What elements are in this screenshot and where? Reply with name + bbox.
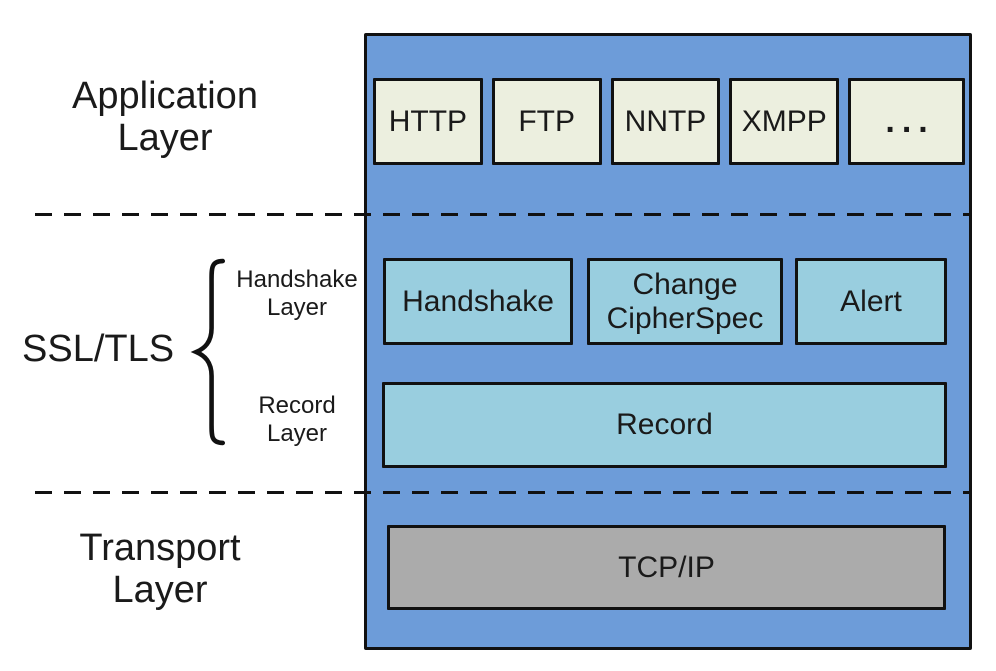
protocol-box-http: HTTP bbox=[373, 78, 483, 165]
protocol-box-ftp: FTP bbox=[491, 78, 602, 165]
record-protocol-box: Record bbox=[382, 382, 947, 468]
application-layer-label: Application Layer bbox=[72, 75, 258, 159]
alert-protocol-box: Alert bbox=[795, 258, 947, 345]
protocol-box-nntp: NNTP bbox=[610, 78, 721, 165]
handshake-layer-label: Handshake Layer bbox=[236, 266, 358, 321]
protocol-box-xmpp: XMPP bbox=[729, 78, 840, 165]
handshake-protocol-box: Handshake bbox=[383, 258, 573, 345]
record-layer-label: Record Layer bbox=[258, 392, 336, 447]
curly-brace-icon bbox=[183, 257, 231, 447]
application-ssl-separator-line bbox=[35, 213, 969, 216]
tcp-ip-box: TCP/IP bbox=[387, 525, 946, 610]
protocol-box-ellipsis: ... bbox=[848, 78, 965, 165]
ssl-tls-label: SSL/TLS bbox=[22, 328, 175, 370]
change-cipherspec-protocol-box: Change CipherSpec bbox=[587, 258, 783, 345]
transport-layer-label: Transport Layer bbox=[79, 527, 241, 611]
ssl-transport-separator-line bbox=[35, 491, 969, 494]
application-protocols-row: HTTP FTP NNTP XMPP ... bbox=[373, 78, 965, 165]
